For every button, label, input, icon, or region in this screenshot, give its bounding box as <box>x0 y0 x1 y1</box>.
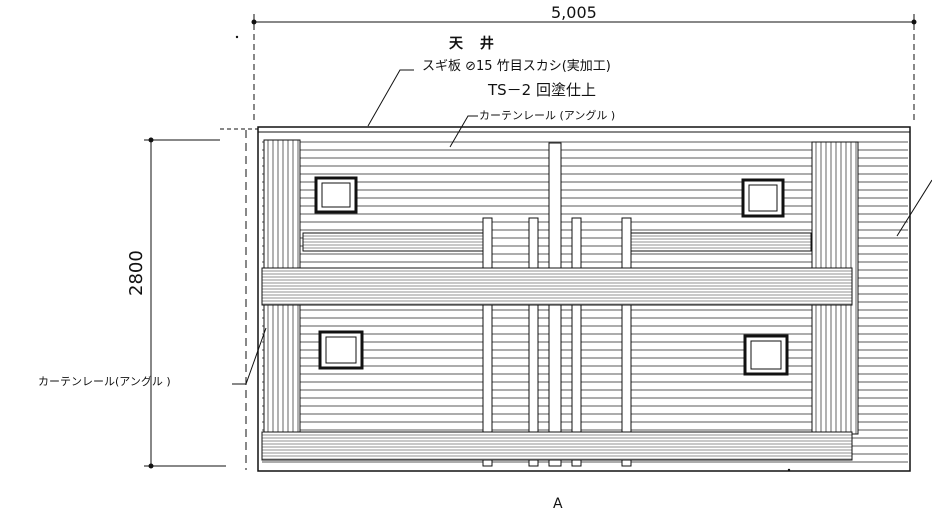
wall-outline <box>220 126 911 472</box>
band-hatching <box>262 235 852 460</box>
window-top-right <box>741 178 785 218</box>
dimension-lines <box>144 14 915 467</box>
window-bottom-right <box>743 334 789 376</box>
section-marker: A <box>553 496 563 512</box>
dimension-dots <box>148 19 917 472</box>
window-top-left <box>314 176 358 214</box>
windows <box>314 176 789 376</box>
height-dimension-label: 2800 <box>126 250 147 296</box>
width-dimension-label: 5,005 <box>551 3 597 22</box>
finish-spec-label: TS－2 回塗仕上 <box>488 81 596 99</box>
window-bottom-left <box>318 330 364 370</box>
leader-lines <box>232 69 932 385</box>
ceiling-label: 天 井 <box>449 36 500 52</box>
curtain-rail-left-label: カーテンレール(アングル ) <box>38 375 171 388</box>
board-spec-label: スギ板 ⊘15 竹目スカシ(実加工) <box>422 59 611 74</box>
curtain-rail-top-label: カーテンレール (アングル ) <box>479 109 616 122</box>
